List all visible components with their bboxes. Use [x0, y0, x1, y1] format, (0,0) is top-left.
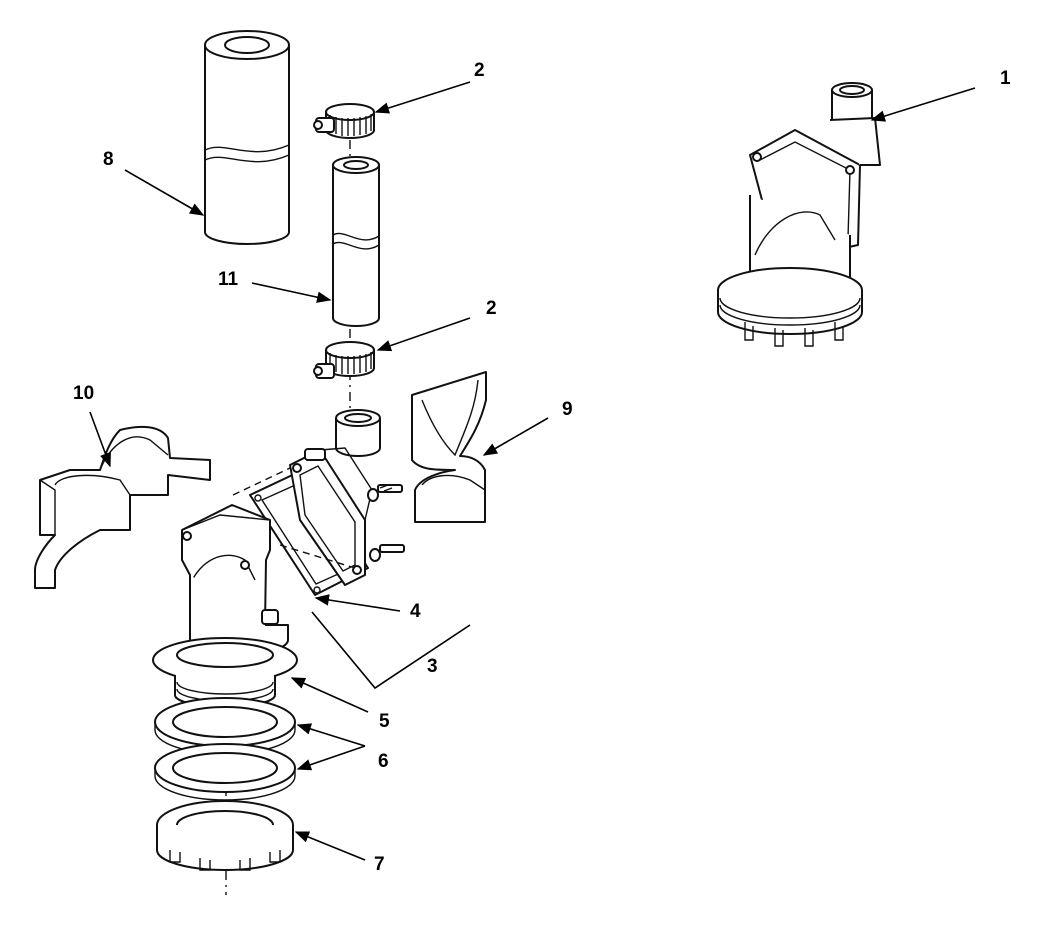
callout-6: 6: [378, 751, 389, 772]
leader-1: [870, 87, 976, 122]
callout-8: 8: [103, 149, 114, 170]
lock-nut-part-7: [156, 800, 294, 871]
leader-9: [482, 417, 549, 456]
hose-clamp-upper-part-2: [313, 103, 375, 139]
leader-4: [314, 594, 401, 612]
leader-3-bracket: [311, 611, 471, 690]
hose-clamp-lower-part-2: [313, 341, 375, 379]
connection-line-1: [232, 467, 291, 496]
leader-2b: [376, 317, 471, 352]
leader-6b: [296, 745, 366, 771]
callout-3: 3: [427, 656, 438, 677]
sealing-rings-part-6: [154, 697, 296, 801]
saddle-bracket-part-10: [34, 425, 211, 589]
leader-6a: [296, 723, 366, 747]
screws-part-3: [367, 484, 405, 562]
large-pipe-part-8: [204, 30, 290, 245]
callout-4: 4: [410, 601, 421, 622]
drain-body-part-5: [152, 504, 298, 708]
callout-2-upper: 2: [474, 60, 485, 81]
leader-2a: [374, 81, 471, 114]
callout-9: 9: [562, 399, 573, 420]
callout-1: 1: [1000, 68, 1011, 89]
leader-10: [89, 411, 111, 468]
connection-line-2: [279, 544, 356, 569]
leader-8: [124, 169, 205, 216]
small-tube-part-11: [332, 156, 380, 327]
leader-5: [290, 677, 369, 713]
flange-elbow-part-3: [289, 409, 381, 586]
leader-11: [251, 282, 332, 303]
callout-2-lower: 2: [486, 298, 497, 319]
callout-10: 10: [73, 383, 94, 404]
callout-11: 11: [218, 269, 239, 290]
leader-7: [294, 831, 366, 861]
callout-5: 5: [379, 711, 390, 732]
saddle-bracket-part-9: [411, 371, 487, 523]
drain-assembly-part-1: [717, 82, 881, 347]
callout-7: 7: [374, 854, 385, 875]
